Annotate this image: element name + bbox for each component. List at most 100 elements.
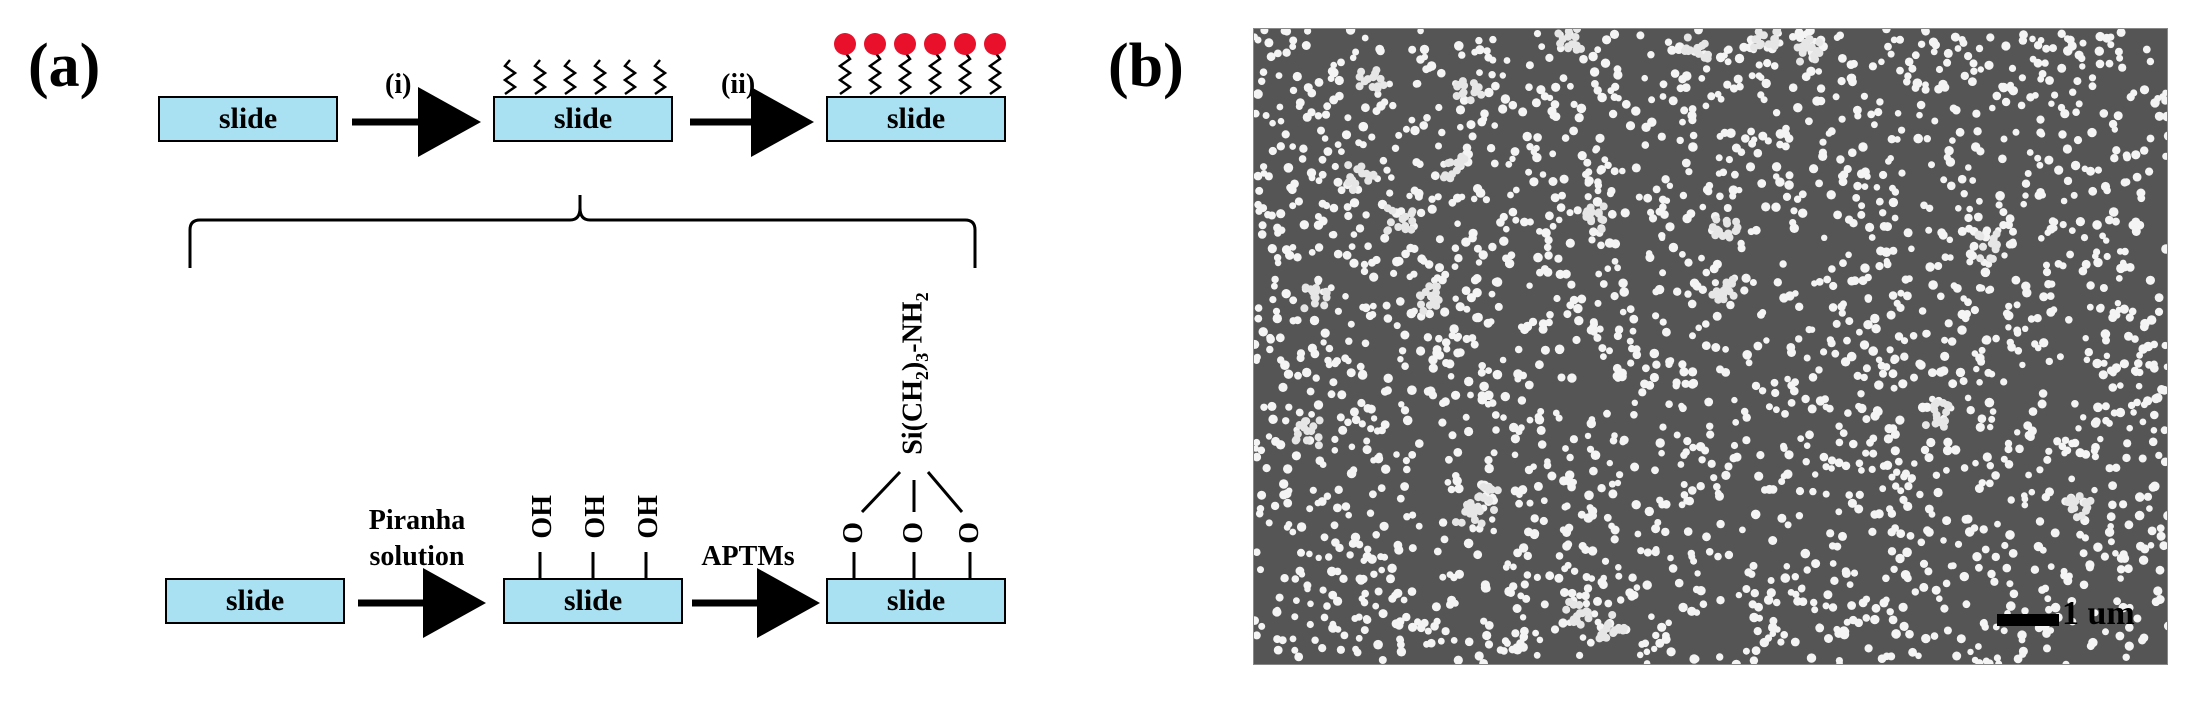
nanoparticle bbox=[1318, 216, 1328, 226]
nanoparticle bbox=[1462, 413, 1470, 421]
nanoparticle bbox=[1917, 538, 1926, 547]
nanoparticle bbox=[1260, 29, 1269, 35]
nanoparticle bbox=[1665, 222, 1675, 232]
nanoparticle bbox=[2154, 307, 2164, 316]
nanoparticle bbox=[1860, 263, 1870, 273]
nanoparticle bbox=[1522, 131, 1532, 142]
nanoparticle bbox=[2163, 621, 2167, 631]
nanoparticle bbox=[2136, 368, 2144, 377]
nanoparticle bbox=[2120, 262, 2129, 272]
nanoparticle bbox=[1771, 162, 1782, 172]
nanoparticle bbox=[1787, 399, 1796, 407]
nanoparticle bbox=[1911, 588, 1919, 596]
nanoparticle bbox=[2126, 93, 2135, 102]
nanoparticle bbox=[2045, 357, 2053, 366]
nanoparticle bbox=[1787, 589, 1795, 596]
nanoparticle bbox=[1849, 59, 1858, 68]
nanoparticle bbox=[1923, 329, 1931, 338]
nanoparticle bbox=[1279, 479, 1289, 489]
nanoparticle bbox=[1853, 371, 1862, 380]
nanoparticle bbox=[1479, 659, 1488, 664]
nanoparticle bbox=[2118, 63, 2127, 72]
nanoparticle bbox=[1386, 80, 1393, 88]
nanoparticle bbox=[2019, 361, 2026, 369]
nanoparticle bbox=[1314, 278, 1322, 286]
nanoparticle bbox=[2123, 439, 2132, 448]
nanoparticle bbox=[1417, 254, 1427, 264]
nanoparticle bbox=[1266, 335, 1275, 344]
nanoparticle bbox=[1884, 424, 1894, 434]
nanoparticle bbox=[1784, 180, 1794, 190]
nanoparticle bbox=[2042, 44, 2051, 53]
nanoparticle bbox=[1490, 159, 1499, 168]
nanoparticle bbox=[1626, 305, 1635, 313]
nanoparticle bbox=[1716, 519, 1725, 529]
nanoparticle bbox=[1303, 581, 1312, 590]
nanoparticle bbox=[2091, 453, 2099, 461]
nanoparticle bbox=[1382, 301, 1391, 310]
nanoparticle bbox=[1619, 287, 1629, 297]
nanoparticle bbox=[1678, 501, 1686, 509]
nanoparticle bbox=[1463, 305, 1471, 313]
nanoparticle-cluster bbox=[1576, 620, 1585, 629]
nanoparticle bbox=[1478, 362, 1486, 370]
nanoparticle bbox=[2086, 642, 2095, 651]
nanoparticle-cluster bbox=[1493, 486, 1502, 495]
nanoparticle bbox=[2065, 316, 2073, 324]
nanoparticle bbox=[1753, 627, 1762, 636]
nanoparticle bbox=[2037, 399, 2047, 409]
nanoparticle bbox=[1968, 251, 1977, 261]
nanoparticle bbox=[1843, 618, 1851, 626]
nanoparticle bbox=[1809, 164, 1819, 174]
nanoparticle bbox=[1947, 562, 1955, 570]
nanoparticle bbox=[1871, 603, 1881, 613]
nanoparticle bbox=[1645, 253, 1655, 262]
nanoparticle bbox=[1509, 155, 1516, 163]
nanoparticle bbox=[1333, 249, 1343, 259]
nanoparticle bbox=[1981, 545, 1990, 554]
nanoparticle bbox=[2156, 524, 2165, 533]
nanoparticle bbox=[1539, 516, 1548, 526]
nanoparticle bbox=[1687, 606, 1697, 616]
nanoparticle bbox=[1631, 399, 1638, 406]
nanoparticle bbox=[2094, 166, 2102, 174]
nanoparticle bbox=[2107, 33, 2115, 41]
nanoparticle bbox=[2150, 98, 2160, 108]
nanoparticle bbox=[2160, 426, 2167, 435]
nanoparticle bbox=[1449, 324, 1459, 334]
nanoparticle bbox=[1363, 615, 1372, 624]
nanoparticle bbox=[1766, 588, 1776, 598]
nanoparticle bbox=[1832, 319, 1841, 328]
nanoparticle bbox=[2146, 505, 2153, 512]
nanoparticle bbox=[1537, 440, 1547, 449]
nanoparticle bbox=[1582, 599, 1591, 608]
nanoparticle bbox=[1702, 102, 1710, 110]
nanoparticle bbox=[2068, 617, 2077, 626]
nanoparticle bbox=[1785, 171, 1794, 180]
nanoparticle bbox=[1674, 578, 1684, 588]
nanoparticle bbox=[1882, 29, 1891, 34]
nanoparticle bbox=[2106, 512, 2116, 522]
nanoparticle bbox=[1688, 142, 1698, 152]
nanoparticle bbox=[1975, 643, 1982, 650]
nanoparticle bbox=[1296, 349, 1306, 358]
nanoparticle bbox=[1428, 195, 1436, 203]
nanoparticle bbox=[2087, 127, 2097, 138]
nanoparticle bbox=[1698, 75, 1706, 82]
nanoparticle bbox=[1430, 622, 1439, 631]
nanoparticle bbox=[1658, 232, 1666, 240]
nanoparticle bbox=[1327, 390, 1336, 399]
nanoparticle bbox=[1890, 446, 1900, 456]
nanoparticle bbox=[1512, 216, 1520, 224]
nanoparticle bbox=[1267, 401, 1277, 411]
nanoparticle bbox=[1800, 548, 1811, 559]
nanoparticle bbox=[1943, 467, 1950, 474]
nanoparticle bbox=[2057, 29, 2066, 38]
nanoparticle bbox=[1763, 337, 1770, 344]
nanoparticle bbox=[1604, 265, 1612, 272]
nanoparticle bbox=[1440, 307, 1450, 317]
nanoparticle bbox=[1563, 310, 1572, 319]
nanoparticle bbox=[1936, 367, 1946, 377]
nanoparticle bbox=[1977, 66, 1984, 73]
nanoparticle bbox=[1398, 347, 1407, 355]
